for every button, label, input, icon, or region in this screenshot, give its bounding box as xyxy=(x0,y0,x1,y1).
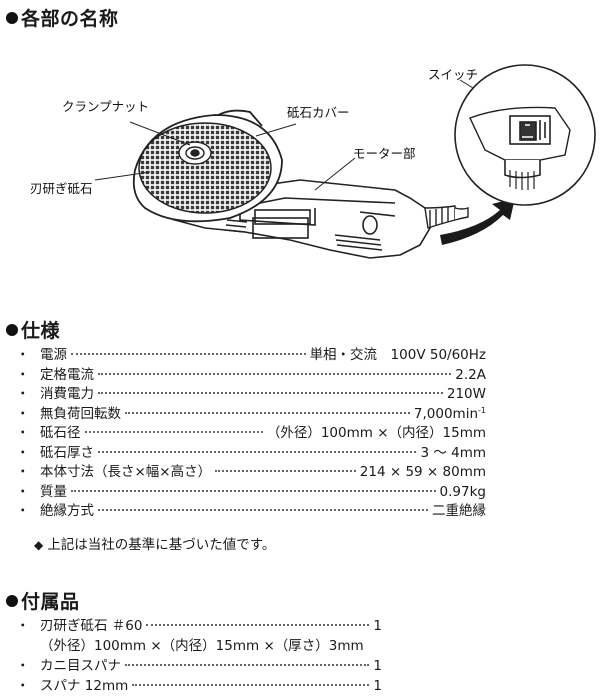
label-switch: スイッチ xyxy=(428,67,479,82)
arrow-icon xyxy=(440,198,515,245)
label-wheel-cover: 砥石カバー xyxy=(287,105,350,120)
grinder-illustration xyxy=(94,64,596,259)
spec-row: ・電源単相・交流 100V 50/60Hz xyxy=(16,347,486,363)
accessory-sub: （外径）100mm ×（内径）15mm ×（厚さ）3mm xyxy=(40,638,364,654)
spec-row: ・絶縁方式二重絶縁 xyxy=(16,503,486,519)
bullet-circle-icon xyxy=(6,12,18,24)
diamond-icon: ◆ xyxy=(34,538,44,552)
power-cord xyxy=(424,205,469,229)
label-clamp-nut: クランプナット xyxy=(62,99,150,114)
parts-heading: 各部の名称 xyxy=(6,4,119,31)
clamp-nut xyxy=(178,141,212,165)
parts-diagram: クランプナット 刃研ぎ砥石 砥石カバー モーター部 スイッチ xyxy=(0,40,600,310)
bullet-circle-icon xyxy=(6,324,18,336)
spec-row: ・砥石径（外径）100mm ×（内径）15mm xyxy=(16,425,486,441)
bullet-circle-icon xyxy=(6,595,18,607)
accessories-heading: 付属品 xyxy=(6,587,80,614)
spec-note: ◆上記は当社の基準に基づいた値です。 xyxy=(34,537,276,553)
label-motor: モーター部 xyxy=(353,146,416,161)
grinding-wheel-mesh xyxy=(138,122,272,214)
specs-heading: 仕様 xyxy=(6,316,60,343)
label-grinding-wheel: 刃研ぎ砥石 xyxy=(30,181,93,196)
switch-zoom xyxy=(454,64,596,206)
spec-row: ・本体寸法（長さ×幅×高さ）214 × 59 × 80mm xyxy=(16,464,486,480)
